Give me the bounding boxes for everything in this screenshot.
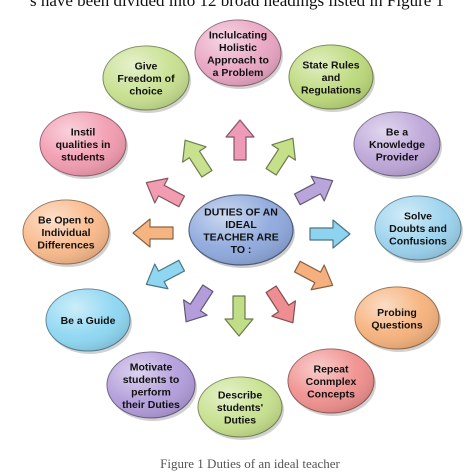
node-knowledge-line: Be a (386, 127, 408, 139)
node-open-line: Individual (41, 227, 90, 239)
node-knowledge-line: Provider (376, 152, 419, 164)
node-open-line: Be Open to (38, 215, 94, 227)
arrow-down-right (265, 285, 296, 324)
node-solve-doubts-line: Doubts and (389, 223, 447, 235)
arrow-right-up (293, 175, 334, 206)
arrow-up-right (265, 137, 296, 176)
arrow-up-left (182, 139, 213, 178)
center-label-line: TO : (231, 244, 252, 256)
arrow-left (132, 218, 174, 248)
node-solve-doubts-line: Solve (404, 211, 432, 223)
node-inculcating-line: Holistic (219, 42, 257, 54)
node-motivate-line: their Duties (122, 399, 180, 411)
node-guide: Be a Guide (45, 288, 132, 354)
node-repeat-line: Repeat (313, 364, 349, 376)
node-freedom-line: choice (129, 86, 162, 98)
node-motivate-line: students to (123, 374, 180, 386)
node-probing-line: Questions (371, 319, 423, 331)
node-state-rules-line: State Rules (302, 60, 359, 72)
arrow-down (224, 295, 254, 337)
arrow-down-left (183, 284, 214, 323)
center-label-line: TEACHER ARE (203, 231, 278, 243)
node-describe-line: students' (217, 402, 263, 414)
arrow-up (225, 119, 255, 161)
caption-bottom: Figure 1 Duties of an ideal teacher (160, 456, 340, 471)
node-inculcating-line: a Problem (213, 67, 264, 79)
arrow-left-up (145, 177, 186, 208)
node-solve-doubts-line: Confusions (389, 236, 447, 248)
node-freedom-line: Freedom of (117, 73, 175, 85)
center-label-line: IDEAL (225, 219, 257, 231)
node-motivate-line: perform (131, 386, 171, 398)
center-label-line: DUTIES OF AN (204, 206, 278, 218)
node-describe-line: Describe (218, 390, 263, 402)
node-inculcating-line: Inclulcating (209, 29, 267, 41)
node-describe-line: Duties (224, 415, 256, 427)
caption-top: s have been divided into 12 broad headin… (29, 0, 445, 10)
node-knowledge-line: Knowledge (369, 139, 425, 151)
arrow-left-down (145, 259, 186, 290)
arrow-right (309, 219, 351, 249)
node-guide-line: Be a Guide (61, 315, 116, 327)
node-state-rules-line: Regulations (301, 85, 361, 97)
node-motivate-line: Motivate (130, 361, 173, 373)
node-freedom-line: Give (135, 61, 158, 73)
node-open-line: Differences (37, 240, 94, 252)
node-repeat-line: Conmplex (306, 376, 357, 388)
node-instil-line: Instil (71, 127, 96, 139)
node-instil-line: qualities in (56, 139, 111, 151)
node-inculcating-line: Approach to (207, 54, 269, 66)
node-state-rules-line: and (322, 72, 341, 84)
node-repeat-line: Concepts (307, 389, 355, 401)
node-probing-line: Probing (377, 307, 417, 319)
node-instil-line: students (61, 152, 105, 164)
arrow-right-down (293, 260, 334, 291)
